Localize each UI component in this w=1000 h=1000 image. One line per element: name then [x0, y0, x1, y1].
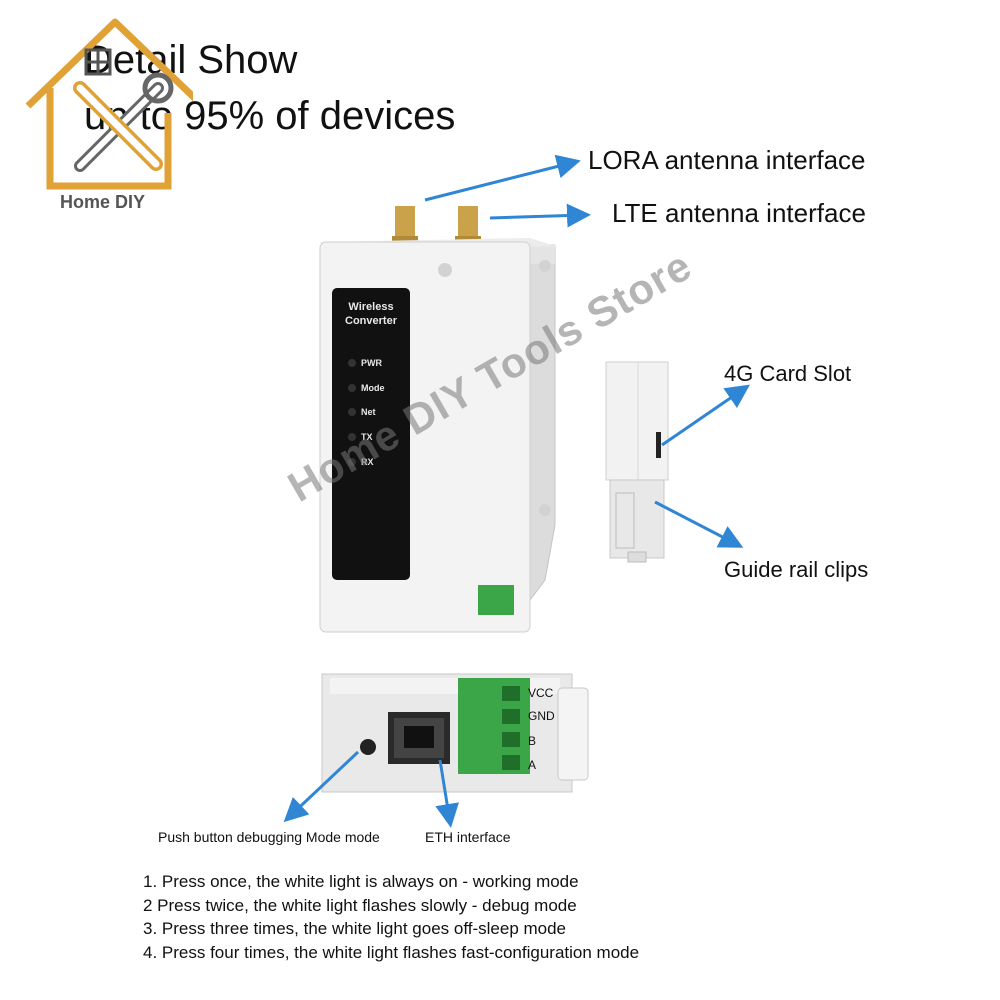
card-slot: [656, 432, 661, 458]
panel-text-2: Converter: [345, 315, 398, 327]
device-bottom-view: VCC GND B A: [321, 673, 589, 793]
step-2: 2 Press twice, the white light flashes s…: [143, 895, 577, 915]
led-pwr-label: PWR: [361, 358, 382, 368]
led-net-label: Net: [361, 407, 376, 417]
step-4: 4. Press four times, the white light fla…: [143, 942, 640, 962]
lte-antenna-connector: [458, 206, 478, 238]
title-line-1: Detail Show: [84, 38, 298, 82]
terminal-vcc-label: VCC: [528, 686, 554, 700]
house-tools-icon: [25, 18, 206, 190]
push-button-callout: Push button debugging Mode mode: [158, 829, 380, 845]
step-1: 1. Press once, the white light is always…: [143, 872, 579, 891]
device-front-view: Wireless Converter PWR Mode Net TX RX: [319, 206, 556, 633]
led-rx-label: RX: [361, 457, 374, 467]
card-slot-callout: 4G Card Slot: [724, 361, 852, 386]
rail-clips-callout: Guide rail clips: [724, 557, 869, 582]
led-tx-label: TX: [361, 432, 373, 442]
mode-steps: 1. Press once, the white light is always…: [143, 870, 639, 964]
terminal-gnd-label: GND: [528, 709, 555, 723]
rail-clip: [609, 479, 665, 559]
panel-text-1: Wireless: [348, 301, 393, 313]
lte-callout: LTE antenna interface: [612, 198, 866, 228]
home-diy-logo: Home DIY: [18, 8, 206, 218]
lora-arrow: [424, 154, 581, 202]
terminal-a-label: A: [528, 758, 536, 772]
push-button: [360, 739, 376, 755]
step-3: 3. Press three times, the white light go…: [143, 919, 567, 938]
terminal-b-label: B: [528, 734, 536, 748]
logo-text: Home DIY: [60, 192, 146, 212]
device-side-view: [605, 361, 669, 563]
lora-callout: LORA antenna interface: [588, 145, 866, 175]
eth-callout: ETH interface: [425, 829, 511, 845]
lora-antenna-connector: [395, 206, 415, 238]
led-mode-label: Mode: [361, 383, 385, 393]
